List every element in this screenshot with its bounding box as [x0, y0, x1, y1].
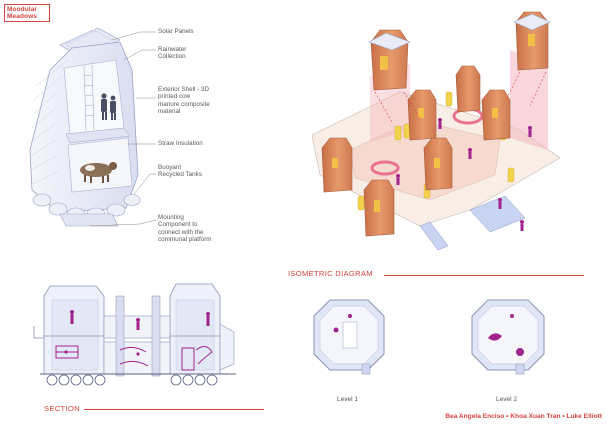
- isometric-diagram: [311, 11, 561, 251]
- cutaway-pod: [29, 27, 141, 227]
- callout-solar-panels: Solar Panels: [158, 28, 194, 35]
- section-drawing: [33, 283, 236, 386]
- author-credits: Bea Angela Enciso • Khoa Xuan Tran • Luk…: [445, 413, 602, 420]
- brand-logo: Moodular Meadows: [4, 4, 50, 22]
- isometric-heading-rule: [384, 275, 584, 277]
- callout-exterior-shell: Exterior Shell - 3D printed cow manure c…: [158, 86, 210, 116]
- plan-level-2-label: Level 2: [496, 396, 517, 403]
- callout-leaders: [89, 31, 157, 227]
- plan-level-1: [313, 299, 385, 375]
- isometric-diagram-heading: ISOMETRIC DIAGRAM: [288, 269, 373, 278]
- callout-buoyant-tanks: Buoyant Recycled Tanks: [158, 164, 202, 179]
- section-heading: SECTION: [44, 404, 80, 413]
- callout-straw-insulation: Straw Insulation: [158, 140, 203, 147]
- plan-level-2: [471, 299, 545, 375]
- plan-level-1-label: Level 1: [337, 396, 358, 403]
- callout-rainwater-collection: Rainwater Collection: [158, 46, 187, 61]
- callout-mounting-component: Mounting Component to connect with the c…: [158, 214, 212, 244]
- section-heading-rule: [84, 409, 264, 411]
